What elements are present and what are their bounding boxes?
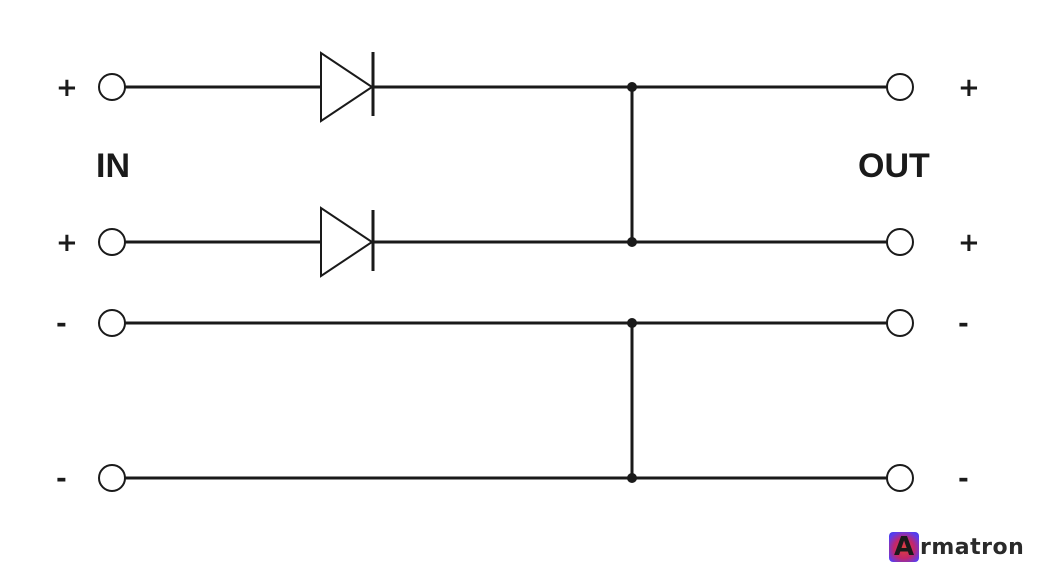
row-2-out-terminal xyxy=(886,228,914,256)
row-2-out-sign: + xyxy=(958,228,980,258)
row-1-in-terminal xyxy=(98,73,126,101)
row-4-out-sign: - xyxy=(958,464,969,494)
row-3-out-sign: - xyxy=(958,309,969,339)
junction-dot xyxy=(627,318,637,328)
row-2-in-sign: + xyxy=(56,228,78,258)
row-2-in-terminal xyxy=(98,228,126,256)
brand-logo-letter: A xyxy=(893,532,915,562)
row-2-diode-icon xyxy=(320,206,374,278)
in-label: IN xyxy=(96,147,130,185)
row-1-out-terminal xyxy=(886,73,914,101)
row-3-in-terminal xyxy=(98,309,126,337)
row-1-in-sign: + xyxy=(56,73,78,103)
brand-name: rmatron xyxy=(920,534,1025,560)
row-3-in-sign: - xyxy=(56,309,67,339)
junction-dot xyxy=(627,473,637,483)
row-1-diode-icon xyxy=(320,51,374,123)
junction-dot xyxy=(627,237,637,247)
row-3-out-terminal xyxy=(886,309,914,337)
junction-dot xyxy=(627,82,637,92)
row-4-in-terminal xyxy=(98,464,126,492)
row-4-in-sign: - xyxy=(56,464,67,494)
row-4-out-terminal xyxy=(886,464,914,492)
out-label: OUT xyxy=(858,147,930,185)
brand-logo-icon: A xyxy=(889,532,919,562)
brand-watermark: A rmatron xyxy=(889,530,1024,564)
row-1-out-sign: + xyxy=(958,73,980,103)
